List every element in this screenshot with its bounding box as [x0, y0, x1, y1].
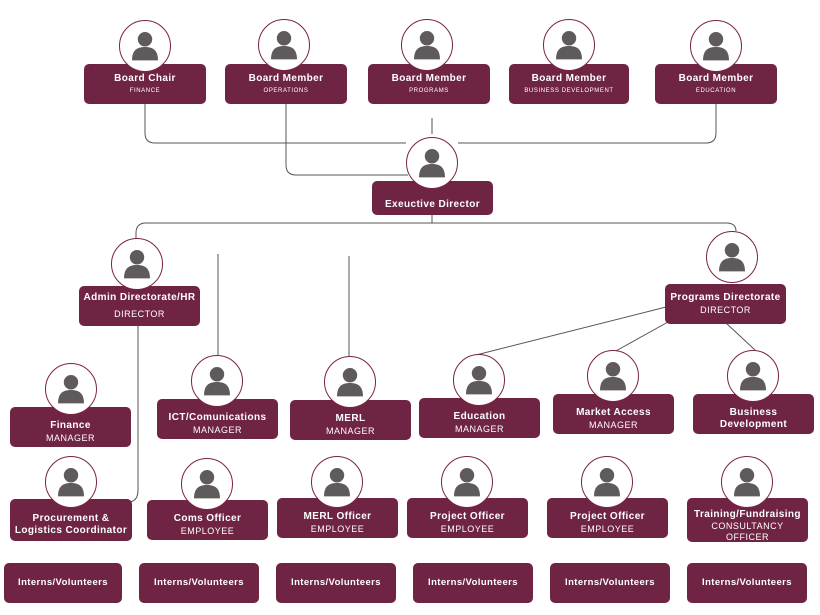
interns-label: Interns/Volunteers — [18, 577, 108, 588]
manager-subtitle: MANAGER — [454, 424, 504, 434]
person-icon — [441, 456, 493, 508]
person-icon — [311, 456, 363, 508]
manager-subtitle: MANAGER — [192, 425, 242, 435]
employee-title: MERL Officer — [303, 511, 372, 522]
interns-label: Interns/Volunteers — [702, 577, 792, 588]
executive-director-title: Exeuctive Director — [384, 199, 481, 210]
programs-directorate-card: Programs Directorate DIRECTOR — [665, 284, 786, 324]
manager-title: Business — [729, 407, 778, 418]
manager-subtitle: MANAGER — [45, 433, 95, 443]
person-icon — [45, 456, 97, 508]
interns-card: Interns/Volunteers — [687, 563, 807, 603]
programs-directorate-subtitle: DIRECTOR — [700, 305, 751, 315]
employee-subtitle: EMPLOYEE — [580, 524, 635, 534]
manager-title: Education — [453, 411, 506, 422]
board-member-title: Board Member — [531, 73, 607, 84]
person-icon — [587, 350, 639, 402]
board-member-title: Board Member — [248, 73, 324, 84]
person-icon — [543, 19, 595, 71]
person-icon — [453, 354, 505, 406]
ict-manager-card: ICT/Comunications MANAGER — [157, 399, 278, 439]
interns-card: Interns/Volunteers — [550, 563, 670, 603]
board-member-subtitle: OPERATIONS — [263, 88, 309, 94]
admin-directorate-card: Admin Directorate/HR DIRECTOR — [79, 286, 200, 326]
person-icon — [191, 355, 243, 407]
manager-title: Finance — [50, 420, 91, 431]
person-icon — [727, 350, 779, 402]
person-icon — [406, 137, 458, 189]
person-icon — [111, 238, 163, 290]
interns-label: Interns/Volunteers — [428, 577, 518, 588]
programs-directorate-title: Programs Directorate — [670, 292, 781, 303]
employee-subtitle: EMPLOYEE — [180, 526, 235, 536]
interns-card: Interns/Volunteers — [413, 563, 533, 603]
employee-title-line2: Logistics Coordinator — [14, 525, 128, 536]
person-icon — [181, 458, 233, 510]
board-member-title: Board Member — [678, 73, 754, 84]
person-icon — [324, 356, 376, 408]
manager-title: MERL — [335, 413, 366, 424]
interns-card: Interns/Volunteers — [139, 563, 259, 603]
manager-title: Market Access — [576, 407, 651, 418]
person-icon — [258, 19, 310, 71]
employee-subtitle: EMPLOYEE — [440, 524, 495, 534]
manager-subtitle: MANAGER — [325, 426, 375, 436]
manager-subtitle: MANAGER — [588, 420, 638, 430]
employee-subtitle: EMPLOYEE — [310, 524, 365, 534]
board-member-subtitle: PROGRAMS — [409, 88, 449, 94]
board-chair-title: Board Chair — [114, 73, 176, 84]
person-icon — [401, 19, 453, 71]
employee-title: Training/Fundraising — [694, 509, 801, 520]
admin-directorate-title: Admin Directorate/HR — [83, 292, 196, 303]
employee-title: Project Officer — [570, 511, 645, 522]
project-officer-card: Project Officer EMPLOYEE — [407, 498, 528, 538]
employee-subtitle-line2: OFFICER — [726, 532, 769, 542]
person-icon — [45, 363, 97, 415]
employee-title: Procurement & — [32, 513, 110, 524]
person-icon — [690, 20, 742, 72]
interns-label: Interns/Volunteers — [565, 577, 655, 588]
employee-title: Coms Officer — [173, 513, 242, 524]
business-development-card: Business Development — [693, 394, 814, 434]
manager-title: ICT/Comunications — [168, 412, 267, 423]
board-member-subtitle: BUSINESS DEVELOPMENT — [524, 88, 614, 94]
interns-card: Interns/Volunteers — [4, 563, 122, 603]
interns-label: Interns/Volunteers — [291, 577, 381, 588]
employee-subtitle: CONSULTANCY — [711, 521, 784, 531]
board-member-subtitle: EDUCATION — [695, 88, 737, 94]
board-member-education-card: Board Member EDUCATION — [655, 64, 777, 104]
person-icon — [119, 20, 171, 72]
board-chair-subtitle: FINANCE — [129, 88, 161, 94]
person-icon — [721, 456, 773, 508]
employee-title: Project Officer — [430, 511, 505, 522]
board-member-title: Board Member — [391, 73, 467, 84]
interns-card: Interns/Volunteers — [276, 563, 396, 603]
admin-directorate-subtitle: DIRECTOR — [114, 309, 165, 319]
person-icon — [706, 231, 758, 283]
manager-title-line2: Development — [719, 419, 788, 430]
person-icon — [581, 456, 633, 508]
interns-label: Interns/Volunteers — [154, 577, 244, 588]
